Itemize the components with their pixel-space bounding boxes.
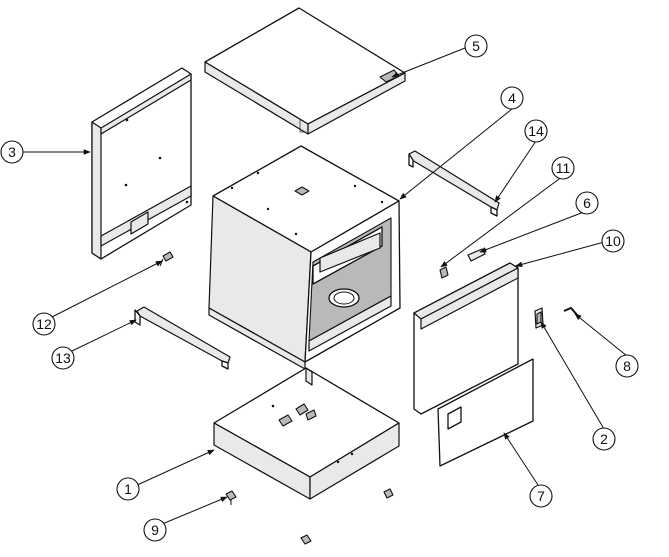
callout-label-12: 12 <box>36 316 52 332</box>
side-panel-part <box>91 67 192 260</box>
callout-1: 1 <box>116 477 140 501</box>
pin-part-8 <box>563 306 579 317</box>
foot-part-9 <box>225 490 237 505</box>
callout-4: 4 <box>500 86 524 110</box>
screw-part-12 <box>159 251 174 267</box>
callout-label-4: 4 <box>508 90 516 106</box>
callout-6: 6 <box>575 191 599 215</box>
callout-label-2: 2 <box>600 431 608 447</box>
leader-lines <box>22 47 628 528</box>
callout-label-10: 10 <box>605 233 621 249</box>
callout-5: 5 <box>464 34 488 58</box>
main-cabinet-part <box>208 145 401 370</box>
callout-10: 10 <box>601 229 625 253</box>
callout-label-3: 3 <box>8 144 16 160</box>
callout-7: 7 <box>529 484 553 508</box>
clip-part-11 <box>439 266 449 279</box>
door-panel-part-7 <box>437 358 534 467</box>
callout-8: 8 <box>615 354 639 378</box>
callout-label-8: 8 <box>623 358 631 374</box>
foot-part-rear <box>383 488 394 499</box>
rail-part-14 <box>408 150 500 217</box>
bracket-part-2 <box>534 307 544 329</box>
top-cover-part <box>204 7 406 135</box>
callout-13: 13 <box>51 346 75 370</box>
callout-2: 2 <box>592 427 616 451</box>
callout-9: 9 <box>143 518 167 542</box>
foot-part-front <box>300 534 312 545</box>
callout-11: 11 <box>551 156 575 180</box>
callout-label-14: 14 <box>528 123 544 139</box>
callout-label-1: 1 <box>124 481 132 497</box>
callout-label-9: 9 <box>151 522 159 538</box>
callout-label-11: 11 <box>556 160 571 176</box>
callout-label-7: 7 <box>537 488 545 504</box>
callout-label-13: 13 <box>55 350 71 366</box>
callout-14: 14 <box>524 119 548 143</box>
callout-label-6: 6 <box>583 195 591 211</box>
callout-label-5: 5 <box>472 38 480 54</box>
callout-12: 12 <box>32 312 56 336</box>
base-tray-part-1 <box>213 367 400 500</box>
callout-3: 3 <box>0 140 24 164</box>
door-frame-part-10 <box>413 262 519 415</box>
